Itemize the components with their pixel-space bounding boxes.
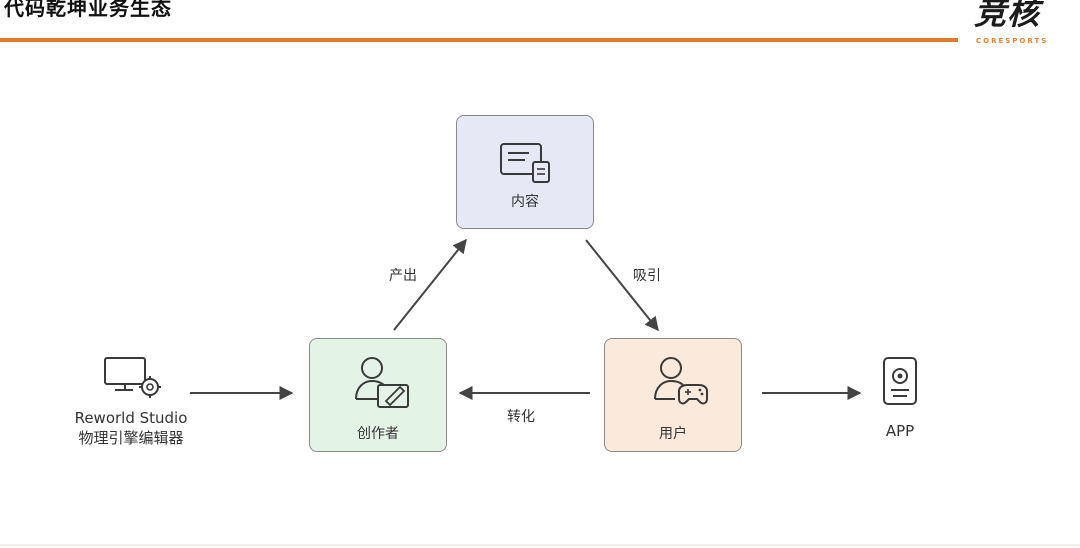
user-gamepad-icon — [654, 357, 708, 405]
edge-label-produce: 产出 — [389, 268, 417, 284]
content-display-icon — [500, 143, 550, 183]
creator-edit-icon — [355, 357, 409, 408]
edge-label-convert: 转化 — [507, 409, 535, 425]
content-label: 内容 — [511, 194, 539, 210]
bottom-divider — [0, 544, 1080, 546]
creator-node: 创作者 — [309, 338, 447, 452]
brand-logo: 竞核 CORESPORTS — [968, 0, 1072, 48]
arrow-attract — [585, 239, 659, 332]
logo-subtitle: CORESPORTS — [976, 37, 1049, 45]
user-node: 用户 — [604, 338, 742, 452]
app-label: APP — [885, 422, 915, 440]
edge-label-attract: 吸引 — [633, 268, 661, 284]
content-node: 内容 — [456, 115, 594, 229]
mobile-app-icon — [883, 357, 917, 405]
studio-name: Reworld Studio — [74, 409, 188, 427]
user-label: 用户 — [659, 426, 687, 442]
creator-label: 创作者 — [357, 426, 399, 442]
monitor-gear-icon — [104, 357, 161, 398]
arrow-produce — [393, 238, 467, 331]
title-divider — [0, 38, 958, 42]
slide-title: 代码乾坤业务生态 — [4, 0, 172, 20]
logo-mark: 竞核 — [974, 0, 1041, 32]
studio-subtitle: 物理引擎编辑器 — [78, 429, 184, 447]
